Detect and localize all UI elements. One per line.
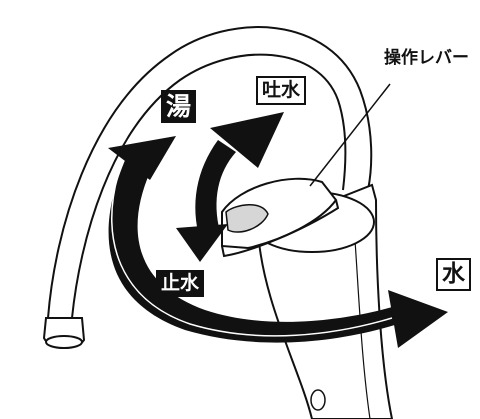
hot-cold-arrow-highlight	[111, 174, 393, 337]
spout-water-label: 吐水	[256, 76, 307, 105]
cold-water-label: 水	[436, 258, 471, 291]
spout-outline-inner	[71, 53, 347, 319]
faucet-base-hole	[310, 389, 326, 411]
spout-outline-outer	[47, 26, 373, 319]
operation-lever-grip	[225, 204, 269, 233]
spout-stop-arrow-body	[195, 140, 236, 240]
spout-nozzle-tip	[45, 335, 83, 349]
lever-leader-line	[309, 83, 391, 187]
hot-cold-arrow-head-right	[388, 290, 448, 348]
spout-stop-arrow-head-down	[176, 224, 228, 262]
operation-lever-label: 操作レバー	[384, 48, 469, 68]
hot-cold-arrow-head-left	[108, 136, 176, 180]
hot-water-label: 湯	[161, 90, 197, 123]
spout-stop-arrow-head-up	[210, 112, 284, 168]
stop-water-label: 止水	[156, 270, 205, 297]
operation-lever-edge	[221, 199, 340, 258]
